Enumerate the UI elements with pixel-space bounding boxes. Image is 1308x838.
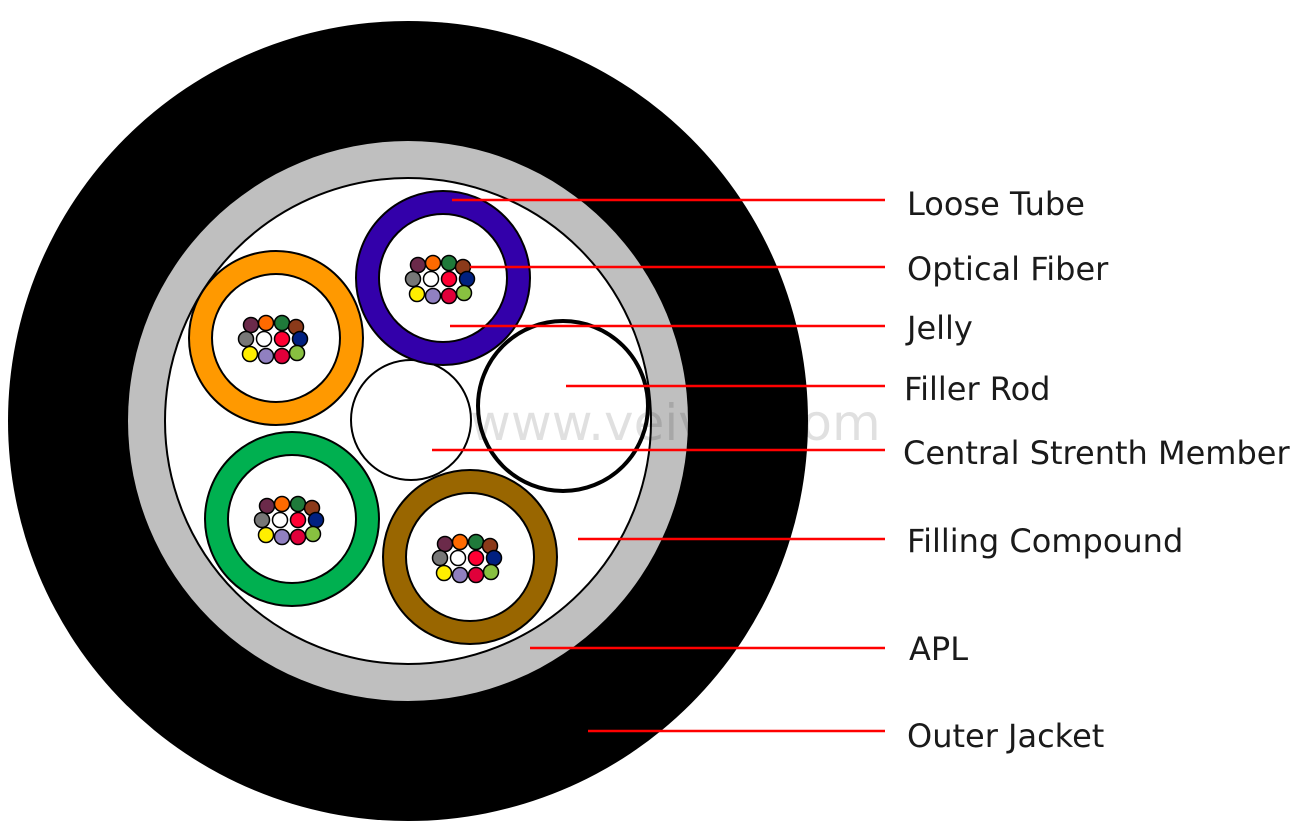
optical-fiber <box>289 511 307 529</box>
optical-fiber <box>404 270 422 288</box>
label-jelly: Jelly <box>905 309 973 347</box>
optical-fiber <box>255 330 273 348</box>
loose-tube-brown <box>382 469 558 645</box>
optical-fiber <box>449 549 467 567</box>
optical-fiber <box>485 549 503 567</box>
loose-tubes-group <box>188 190 558 645</box>
label-filler-rod: Filler Rod <box>904 370 1050 408</box>
optical-fiber <box>467 566 485 584</box>
optical-fiber <box>467 549 485 567</box>
optical-fiber <box>258 497 276 515</box>
optical-fiber <box>482 563 500 581</box>
optical-fiber <box>451 533 469 551</box>
optical-fiber <box>408 285 426 303</box>
optical-fiber <box>440 254 458 272</box>
optical-fiber <box>304 525 322 543</box>
optical-fiber <box>435 564 453 582</box>
optical-fiber <box>257 526 275 544</box>
optical-fiber <box>424 254 442 272</box>
optical-fiber <box>273 528 291 546</box>
label-filling-compound: Filling Compound <box>907 522 1183 560</box>
optical-fiber <box>242 316 260 334</box>
label-loose-tube: Loose Tube <box>907 185 1085 223</box>
optical-fiber <box>451 566 469 584</box>
optical-fiber <box>273 495 291 513</box>
optical-fiber <box>241 345 259 363</box>
optical-fiber <box>431 549 449 567</box>
loose-tube-orange <box>188 250 364 426</box>
optical-fiber <box>424 287 442 305</box>
optical-fiber <box>273 330 291 348</box>
optical-fiber <box>436 535 454 553</box>
optical-fiber <box>257 314 275 332</box>
central-strength-member <box>350 359 472 481</box>
optical-fiber <box>271 511 289 529</box>
optical-fiber <box>237 330 255 348</box>
optical-fiber <box>257 347 275 365</box>
filler-rod <box>476 319 650 493</box>
optical-fiber <box>422 270 440 288</box>
loose-tube-green <box>204 431 380 607</box>
optical-fiber <box>458 270 476 288</box>
optical-fiber <box>291 330 309 348</box>
optical-fiber <box>273 314 291 332</box>
optical-fiber <box>409 256 427 274</box>
label-apl: APL <box>909 630 968 668</box>
label-central-strength-member: Central Strenth Member <box>903 434 1290 472</box>
optical-fiber <box>307 511 325 529</box>
optical-fiber <box>253 511 271 529</box>
optical-fiber <box>440 287 458 305</box>
optical-fiber <box>288 344 306 362</box>
optical-fiber <box>289 528 307 546</box>
watermark-text: www.veivot.com <box>470 394 881 452</box>
leader-lines <box>432 198 885 733</box>
optical-fiber <box>467 533 485 551</box>
label-optical-fiber: Optical Fiber <box>907 250 1109 288</box>
loose-tube-blue <box>355 190 531 366</box>
optical-fiber <box>289 495 307 513</box>
optical-fiber <box>273 347 291 365</box>
optical-fiber <box>440 270 458 288</box>
optical-fiber <box>455 284 473 302</box>
label-outer-jacket: Outer Jacket <box>907 717 1104 755</box>
